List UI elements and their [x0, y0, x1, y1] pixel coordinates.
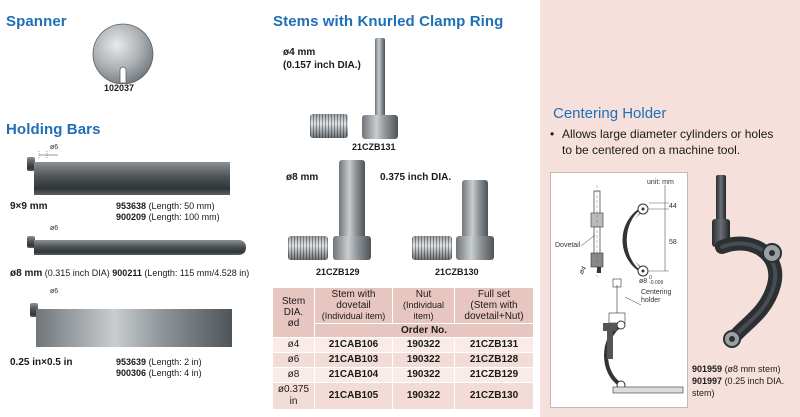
- bar2-line: ø8 mm (0.315 inch DIA) 900211 (Length: 1…: [10, 268, 250, 279]
- th-stem-dovetail: Stem with dovetail (Individual item): [314, 287, 393, 324]
- stem-8mm-dovetail: [333, 236, 371, 260]
- spanner-code: 102037: [104, 83, 135, 93]
- drawing-lines: [580, 185, 684, 394]
- bar2-pin: [27, 236, 35, 248]
- th-stem-dia: Stem DIA. ød: [272, 287, 315, 338]
- bar3-image: [36, 309, 232, 347]
- holding-bars-heading: Holding Bars: [6, 121, 101, 138]
- table-row: ø6 21CAB103 190322 21CZB128: [272, 352, 534, 368]
- stem-0375-dovetail: [456, 236, 494, 260]
- stem-8mm-nut: [288, 236, 328, 260]
- stem-4mm-nut: [310, 114, 348, 138]
- bar1-image: [34, 162, 230, 195]
- centering-bullet-line2: to be centered on a machine tool.: [562, 143, 741, 157]
- stem-8mm-rod: [339, 160, 365, 246]
- stem-4mm-code: 21CZB131: [352, 142, 396, 152]
- diagram-dim-58: 58: [669, 239, 677, 246]
- stems-heading: Stems with Knurled Clamp Ring: [273, 13, 504, 30]
- centering-code2: 901997 (0.25 inch DIA.: [692, 376, 785, 386]
- stem-4mm-dovetail: [362, 115, 398, 139]
- stem-4mm-rod: [375, 38, 385, 118]
- centering-holder-drawing: unit: mm 44 58 Dovetail ø4 ø8 0 -0.009 C…: [550, 172, 688, 408]
- bar1-pin: [27, 157, 35, 171]
- diagram-unit: unit: mm: [647, 179, 674, 186]
- bar2-dim-label: ø6: [50, 225, 59, 232]
- diagram-dim-44: 44: [669, 203, 677, 210]
- centering-holder-heading: Centering Holder: [553, 105, 667, 122]
- bar1-size: 9×9 mm: [10, 201, 48, 212]
- diagram-dovetail-label: Dovetail: [555, 242, 581, 249]
- bar3-size: 0.25 in×0.5 in: [10, 357, 73, 368]
- stem-0375-code: 21CZB130: [435, 267, 479, 277]
- centering-bullet-line1: Allows large diameter cylinders or holes: [562, 127, 774, 141]
- bar3-dim-label: ø6: [50, 288, 59, 295]
- diagram-d8-label: ø8 0 -0.009: [639, 275, 664, 286]
- bar2-image: [34, 240, 246, 255]
- table-row: ø8 21CAB104 190322 21CZB129: [272, 367, 534, 383]
- diagram-centering-label2: holder: [641, 297, 661, 304]
- centering-holder-panel: Centering Holder • Allows large diameter…: [540, 0, 800, 417]
- stem-8mm-label: ø8 mm: [286, 172, 319, 183]
- spanner-image: [92, 23, 154, 84]
- diagram-centering-label1: Centering: [641, 289, 672, 296]
- th-order-no: Order No.: [314, 323, 534, 338]
- bar3-pin: [30, 303, 38, 317]
- stem-8mm-code: 21CZB129: [316, 267, 360, 277]
- bar1-line2: 900209 (Length: 100 mm): [116, 212, 220, 222]
- stems-order-table: Stem DIA. ød Stem with dovetail (Individ…: [272, 287, 534, 410]
- stem-0375-label: 0.375 inch DIA.: [380, 172, 452, 183]
- stem-0375-nut: [412, 236, 452, 260]
- bar1-dim-label: ø6: [50, 144, 59, 151]
- table-row: ø4 21CAB106 190322 21CZB131: [272, 337, 534, 353]
- centering-holder-image: [712, 175, 783, 348]
- spanner-heading: Spanner: [6, 13, 67, 30]
- stem-4mm-label1: ø4 mm: [283, 47, 316, 58]
- stem-0375-rod: [462, 180, 488, 246]
- table-row: ø0.375 in 21CAB105 190322 21CZB130: [272, 382, 534, 410]
- centering-code1: 901959 (ø8 mm stem): [692, 364, 781, 374]
- stem-4mm-label2: (0.157 inch DIA.): [283, 60, 361, 71]
- bar1-line1: 953638 (Length: 50 mm): [116, 201, 215, 211]
- centering-bullet-icon: •: [550, 127, 555, 141]
- centering-code2-cont: stem): [692, 388, 715, 398]
- th-full-set: Full set (Stem with dovetail+Nut): [454, 287, 534, 324]
- bar1-dim-arrow: [38, 151, 58, 159]
- th-nut: Nut (Individual item): [392, 287, 455, 324]
- bar3-line1: 953639 (Length: 2 in): [116, 357, 202, 367]
- bar3-line2: 900306 (Length: 4 in): [116, 368, 202, 378]
